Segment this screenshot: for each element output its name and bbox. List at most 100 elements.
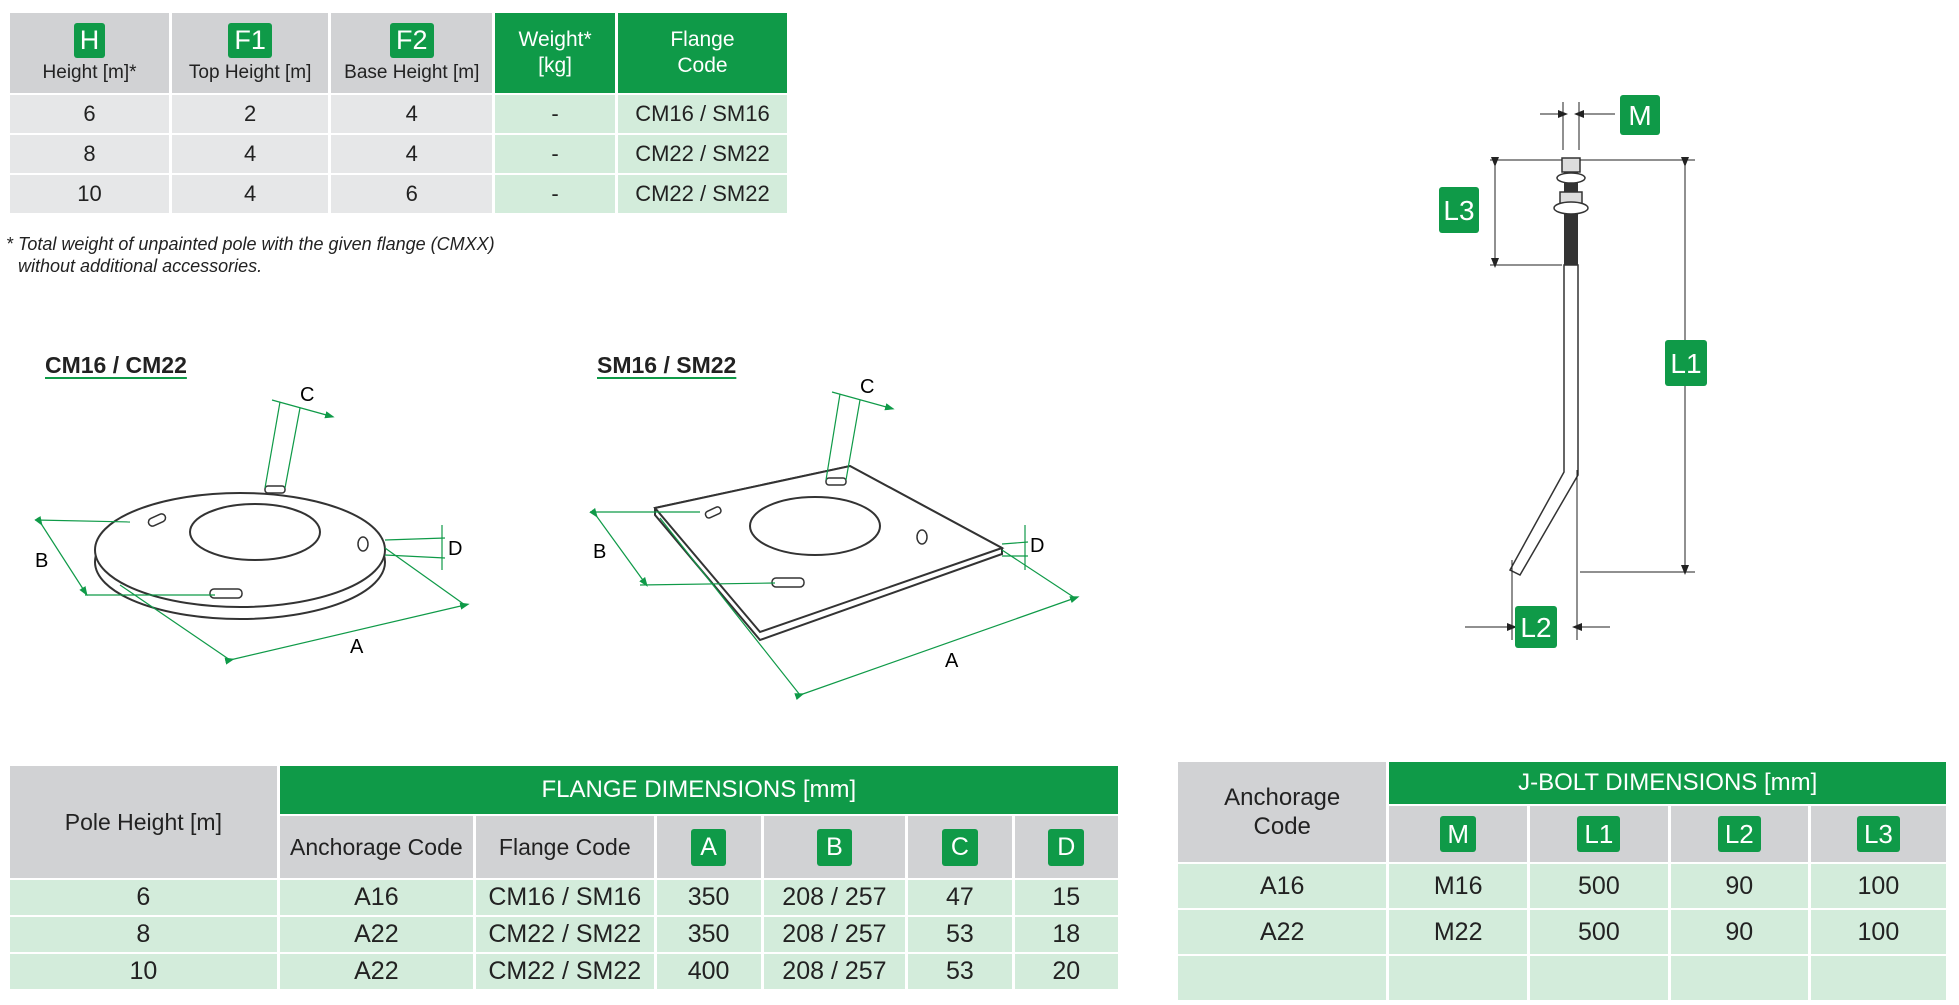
cm-figure-title: CM16 / CM22 [45,352,187,378]
table-cell: M22 [1387,909,1530,956]
table-cell: 6 [10,879,280,917]
header-flange-code: Flange Code [616,13,791,94]
header-d: D [1013,815,1122,880]
table-cell: 15 [1013,879,1122,917]
label-b: B [35,550,48,572]
table-cell: CM16 / SM16 [474,879,657,917]
svg-text:L3: L3 [1443,195,1474,226]
badge-f1: F1 [228,22,272,58]
table-cell: 208 / 257 [762,953,909,991]
header-l2: L2 [1669,805,1811,864]
label-a-sq: A [945,650,959,672]
table-cell: 100 [1809,863,1950,910]
round-flange-drawing: C B A D [34,384,470,665]
header-anchorage-code: Anchorage Code [278,815,476,880]
table-cell: - [493,133,618,174]
table-cell: 208 / 257 [762,879,909,917]
badge-b: B [817,828,852,866]
table-cell: 100 [1809,909,1950,956]
table-cell: 4 [170,133,332,174]
header-base-height: F2 Base Height [m] [329,13,496,94]
jbolt-dimensions-table: Anchorage Code J-BOLT DIMENSIONS [mm] M … [1178,762,1950,1002]
table-cell [1809,955,1950,1002]
table-cell: M16 [1387,863,1530,910]
svg-text:L2: L2 [1520,612,1551,643]
label-c-sq: C [860,376,874,398]
table-cell: 208 / 257 [762,916,909,954]
label-a: A [350,636,364,658]
table-cell: 4 [329,93,496,134]
badge-c: C [941,828,978,866]
badge-f2: F2 [390,22,434,58]
badge-l1: L1 [1577,816,1621,852]
label-d-sq: D [1030,535,1044,557]
header-weight: Weight* [kg] [493,13,618,94]
header-jbolt-dimensions: J-BOLT DIMENSIONS [mm] [1387,762,1949,806]
table-cell: 53 [906,916,1015,954]
table-cell: 8 [10,133,173,174]
badge-l3: L3 [1856,816,1900,852]
table-cell: A16 [278,879,476,917]
table-cell: 90 [1669,909,1811,956]
table-cell: - [493,93,618,134]
svg-text:M: M [1628,100,1651,131]
table-cell: CM16 / SM16 [616,93,791,134]
table-cell [1528,955,1671,1002]
header-m: M [1387,805,1530,864]
header-l3: L3 [1809,805,1950,864]
sm-figure-title: SM16 / SM22 [597,352,737,378]
table-cell: A22 [1178,909,1390,956]
jbolt-drawing: M L3 L1 L2 [1439,95,1707,648]
table-cell: CM22 / SM22 [616,173,791,213]
table-cell: A22 [278,953,476,991]
table-cell: - [493,173,618,213]
header-height: H Height [m]* [10,13,173,94]
badge-l2-fig [1515,606,1557,648]
table-cell: 500 [1528,863,1671,910]
badge-l3-fig [1439,187,1479,233]
badge-l1-fig [1665,340,1707,386]
header-b: B [762,815,909,880]
square-flange-drawing: C B A D [589,376,1080,700]
table-cell: 350 [655,879,764,917]
badge-h: H [73,22,106,58]
flange-drawings: C B A D C B A D [34,376,1080,700]
table-cell: A16 [1178,863,1390,910]
table-cell: 18 [1013,916,1122,954]
header-label: Top Height [m] [188,61,312,83]
table-cell: 2 [170,93,332,134]
header-flange-dimensions: FLANGE DIMENSIONS [mm] [278,766,1122,816]
label-d: D [448,538,462,560]
flange-dimensions-table: Pole Height [m] FLANGE DIMENSIONS [mm] A… [10,766,1122,991]
table-cell: 8 [10,916,280,954]
table-cell: 4 [329,133,496,174]
header-pole-height: Pole Height [m] [10,766,280,880]
table-cell: CM22 / SM22 [616,133,791,174]
table-row-empty [1178,955,1950,1002]
table-cell: 6 [329,173,496,213]
badge-l2: L2 [1717,816,1761,852]
label-c: C [300,384,314,406]
table-cell: 10 [10,953,280,991]
table-cell: A22 [278,916,476,954]
badge-m-fig [1620,95,1660,135]
header-anchorage-code: Anchorage Code [1178,762,1390,864]
table-cell: CM22 / SM22 [474,916,657,954]
header-flange-code: Flange Code [474,815,657,880]
svg-text:L1: L1 [1670,348,1701,379]
table-cell [1669,955,1811,1002]
table-cell [1178,955,1390,1002]
table-cell: 90 [1669,863,1811,910]
table-cell: 350 [655,916,764,954]
header-a: A [655,815,764,880]
table-cell: 10 [10,173,173,213]
table-cell: CM22 / SM22 [474,953,657,991]
